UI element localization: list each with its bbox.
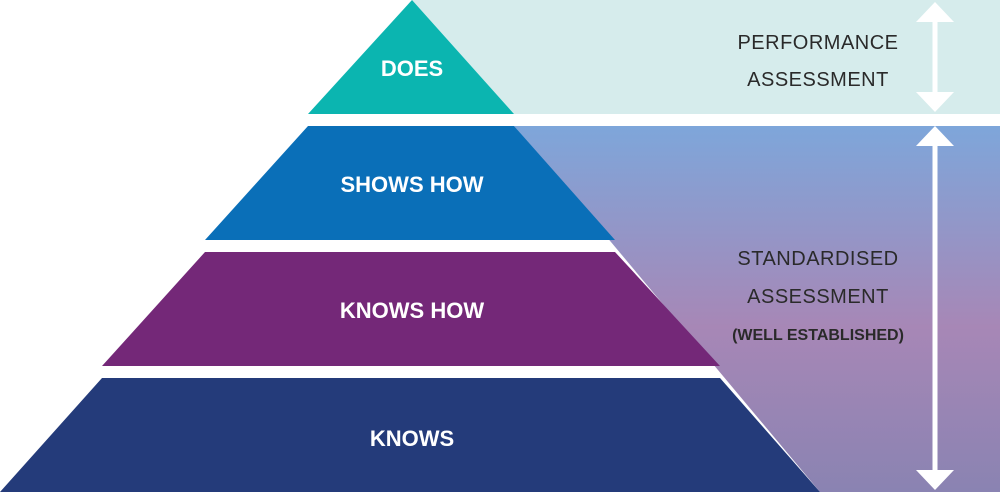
standardised-double-arrow — [916, 126, 954, 490]
performance-assessment-line2: ASSESSMENT — [747, 69, 889, 91]
tier-label-knows: KNOWS — [370, 426, 454, 451]
performance-double-arrow — [916, 2, 954, 112]
tier-shows-how — [205, 126, 615, 240]
standardised-assessment-band — [514, 126, 1000, 492]
standardised-assessment-line2: ASSESSMENT — [747, 286, 889, 308]
performance-assessment-band — [412, 0, 1000, 114]
tier-knows — [0, 378, 820, 492]
tier-knows-how — [102, 252, 720, 366]
tier-does — [308, 0, 514, 114]
standardised-assessment-note: (WELL ESTABLISHED) — [732, 327, 904, 344]
tier-label-knows-how: KNOWS HOW — [340, 298, 484, 323]
tier-label-does: DOES — [381, 56, 443, 81]
tier-label-shows-how: SHOWS HOW — [341, 172, 484, 197]
performance-assessment-line1: PERFORMANCE — [737, 32, 898, 54]
standardised-assessment-line1: STANDARDISED — [737, 248, 898, 270]
